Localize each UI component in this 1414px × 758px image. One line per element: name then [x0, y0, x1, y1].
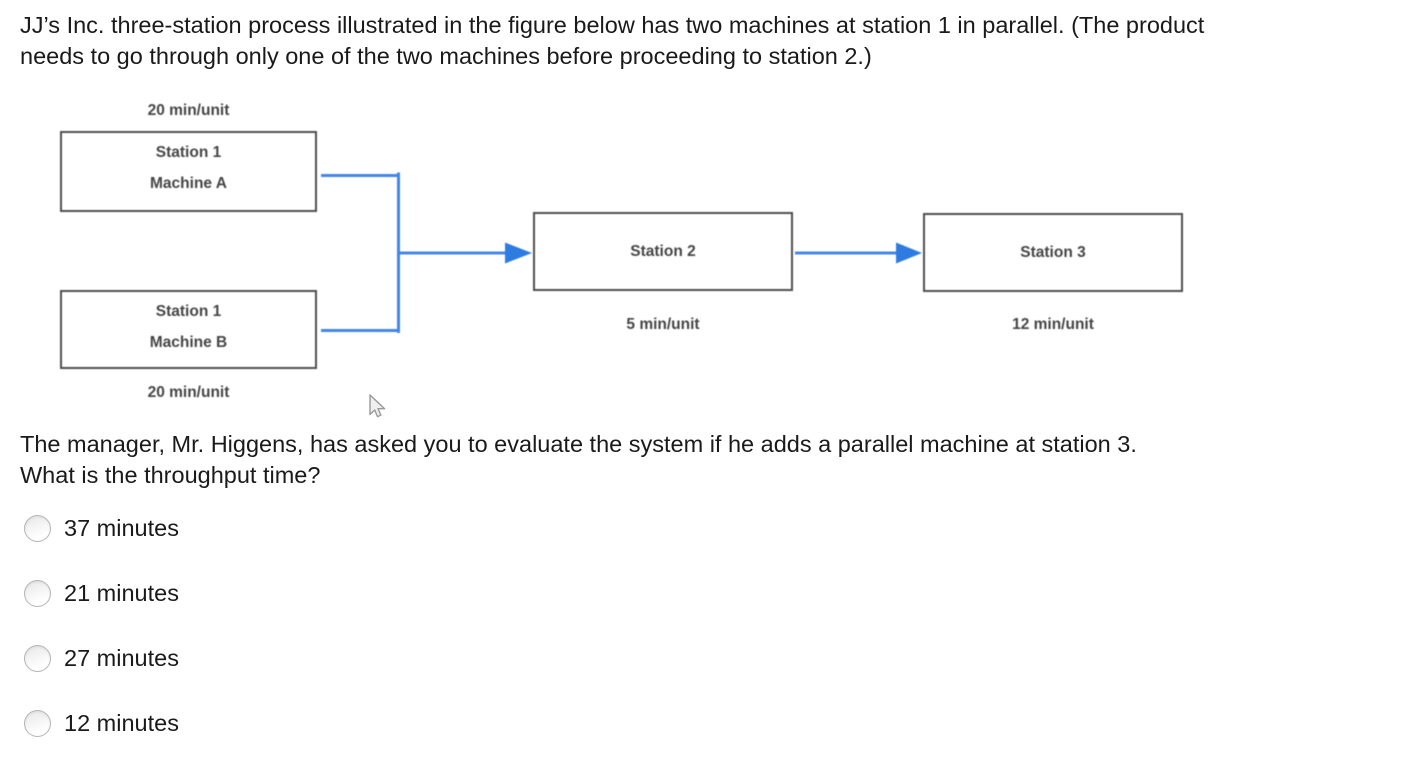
prompt-line-2: What is the throughput time?	[20, 462, 321, 488]
question-intro: JJ’s Inc. three-station process illustra…	[20, 10, 1204, 72]
station3-title: Station 3	[1020, 243, 1086, 261]
option-label-1: 37 minutes	[64, 514, 179, 541]
option-label-4: 12 minutes	[64, 709, 179, 736]
answer-option-2[interactable]: 21 minutes	[24, 578, 179, 608]
radio-option-1[interactable]	[24, 514, 51, 542]
question-prompt: The manager, Mr. Higgens, has asked you …	[20, 429, 1137, 491]
station1-machine-a-subtitle: Machine A	[150, 175, 227, 192]
station1-machine-b-title: Station 1	[155, 303, 222, 320]
radio-option-4[interactable]	[24, 709, 51, 737]
radio-option-3[interactable]	[24, 644, 51, 672]
answer-option-3[interactable]: 27 minutes	[24, 643, 179, 673]
station2-box: Station 2	[533, 212, 793, 291]
rate-label-machine-a: 20 min/unit	[147, 102, 230, 119]
intro-line-1: JJ’s Inc. three-station process illustra…	[20, 12, 1205, 38]
answer-option-1[interactable]: 37 minutes	[24, 513, 179, 543]
rate-label-machine-b: 20 min/unit	[147, 384, 230, 401]
intro-line-2: needs to go through only one of the two …	[20, 43, 872, 69]
station1-machine-b-subtitle: Machine B	[149, 334, 228, 351]
station1-machine-a-box: Station 1 Machine A	[60, 131, 317, 212]
mouse-pointer-icon	[369, 394, 386, 418]
rate-label-station2: 5 min/unit	[626, 316, 700, 333]
station3-box: Station 3	[923, 213, 1183, 292]
prompt-line-1: The manager, Mr. Higgens, has asked you …	[20, 431, 1137, 457]
station1-machine-b-box: Station 1 Machine B	[60, 290, 317, 369]
answer-option-4[interactable]: 12 minutes	[24, 708, 179, 738]
option-label-2: 21 minutes	[64, 579, 179, 606]
rate-label-station3: 12 min/unit	[1012, 316, 1094, 333]
station1-machine-a-title: Station 1	[155, 144, 222, 161]
option-label-3: 27 minutes	[64, 644, 179, 671]
station2-title: Station 2	[630, 242, 696, 260]
radio-option-2[interactable]	[24, 579, 51, 607]
